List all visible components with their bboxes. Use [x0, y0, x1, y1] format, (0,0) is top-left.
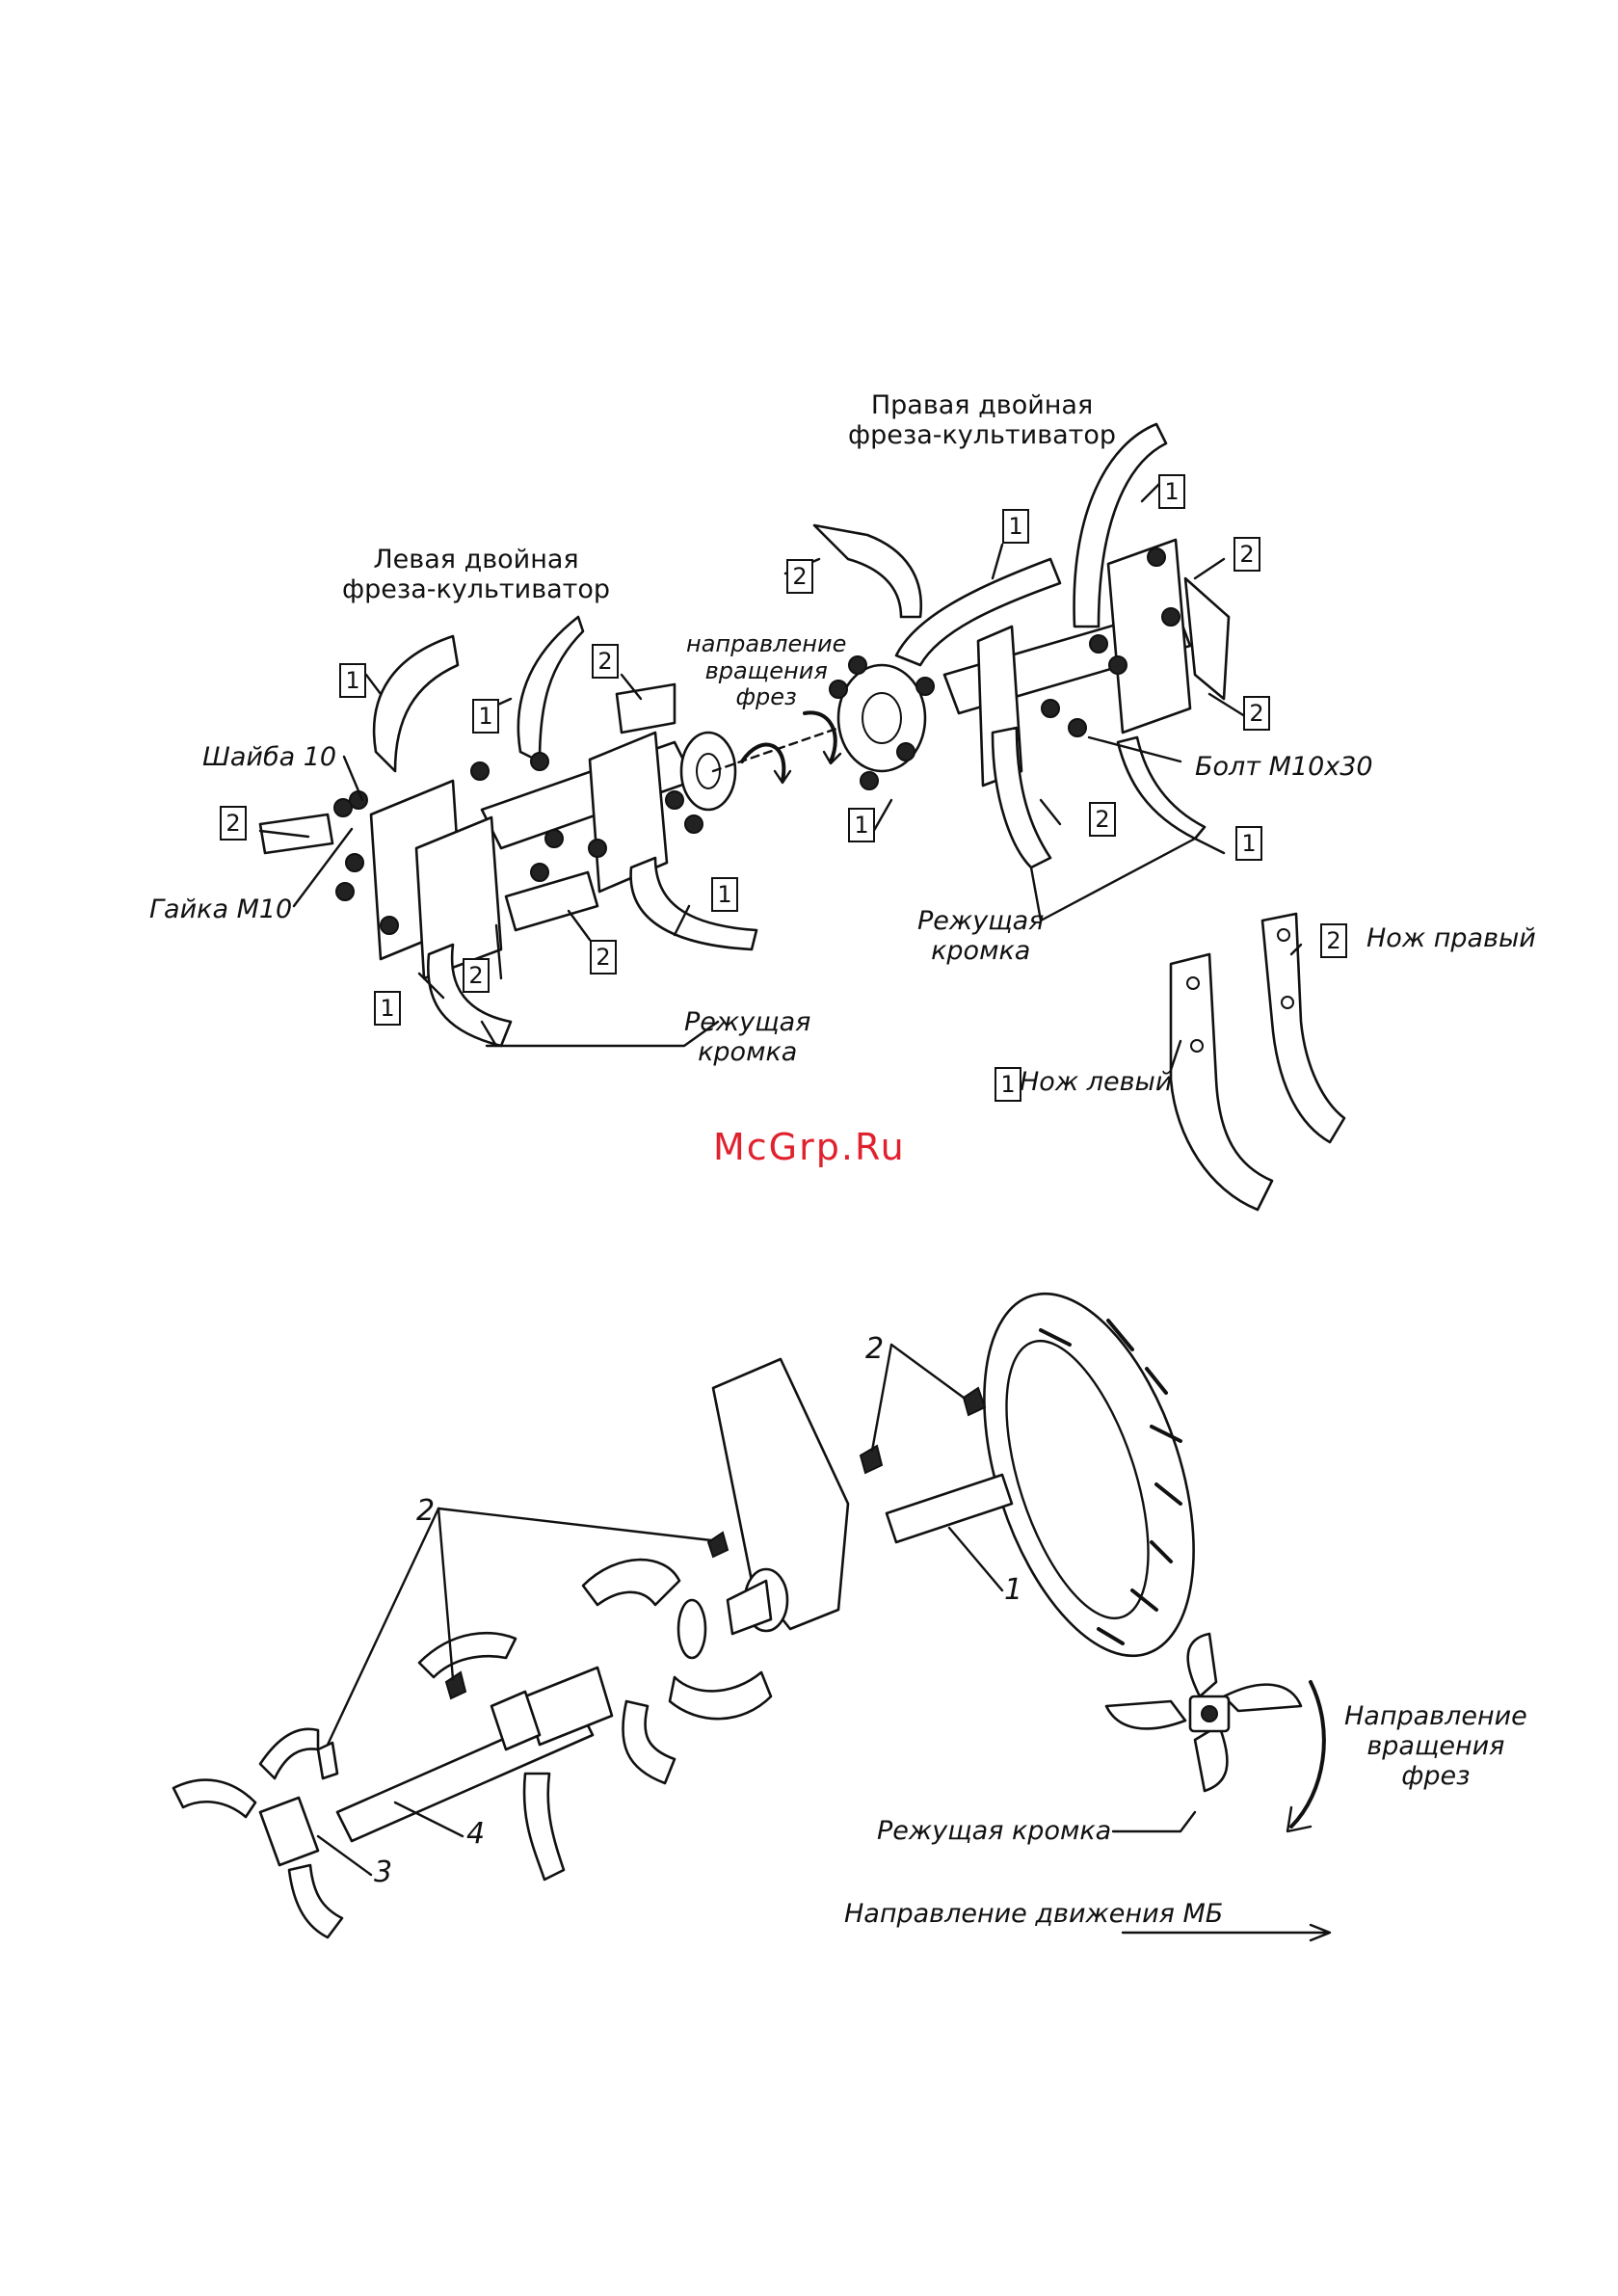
blade-mid-lower	[524, 1774, 564, 1880]
pin-2-a	[964, 1388, 985, 1415]
callout-box-2: 2	[463, 958, 490, 993]
left-knife-2-left	[260, 814, 332, 853]
blade-left-top	[173, 1780, 255, 1817]
right-knife-2-lower	[993, 728, 1050, 868]
knife-right-label: Нож правый	[1366, 923, 1536, 953]
left-cutter-title: Левая двойная фреза-культиватор	[342, 545, 610, 604]
callout-2-upper: 2	[865, 1332, 884, 1366]
right-cutter-title: Правая двойная фреза-культиватор	[848, 390, 1116, 450]
callout-box-1: 1	[848, 808, 875, 842]
left-knife-1-upper	[374, 636, 458, 771]
travel-direction-label: Направление движения МБ	[844, 1899, 1223, 1929]
detached-knives	[1171, 914, 1344, 1210]
callout-box-2: 2	[1089, 802, 1116, 837]
blade-lower-cluster	[623, 1701, 675, 1783]
callout-box-1: 1	[472, 699, 499, 734]
left-knife-2-lower	[506, 872, 597, 930]
cutting-edge-label-bottom: Режущая кромка	[877, 1816, 1111, 1846]
right-knife-1-lower-right	[1118, 737, 1205, 839]
rotation-direction-label-bottom: Направление вращения фрез	[1344, 1701, 1527, 1791]
knife-left-label: Нож левый	[1020, 1067, 1172, 1097]
right-knife-2-top-left	[814, 525, 921, 617]
pin-2-e	[318, 1743, 337, 1778]
rotation-blade-icon	[1106, 1634, 1324, 1831]
knife-left-part	[1171, 954, 1272, 1210]
nut-label: Гайка М10	[149, 894, 292, 924]
cutting-edge-label-left: Режущая кромка	[684, 1007, 810, 1067]
callout-box-1: 1	[1158, 474, 1185, 509]
rotation-direction-label: направление вращения фрез	[686, 631, 846, 711]
wheel	[943, 1268, 1233, 1682]
bolt-label: Болт М10х30	[1195, 752, 1373, 782]
left-knife-2-top	[617, 684, 675, 733]
callout-box-2: 2	[220, 806, 247, 841]
callout-box-1: 1	[711, 877, 738, 912]
cutter-flange-3	[260, 1798, 318, 1865]
callout-box-2: 2	[592, 644, 619, 679]
left-double-cutter	[260, 617, 756, 1046]
callout-box-2: 2	[1233, 537, 1260, 572]
blade-upper-cluster	[583, 1560, 679, 1605]
callout-box-1: 1	[995, 1067, 1021, 1102]
callout-box-2: 2	[1320, 923, 1347, 958]
cutter-hub-disc	[678, 1600, 705, 1658]
right-flange-plate	[1108, 540, 1190, 733]
callout-box-1: 1	[374, 991, 401, 1026]
blade-mid-left	[419, 1633, 516, 1677]
callout-1: 1	[1004, 1573, 1022, 1607]
left-knife-1-top	[518, 617, 583, 761]
callout-4: 4	[466, 1817, 485, 1851]
washer-label: Шайба 10	[202, 742, 336, 772]
callout-box-2: 2	[1243, 696, 1270, 731]
callout-box-2: 2	[786, 559, 813, 594]
callout-3: 3	[374, 1855, 392, 1889]
callout-box-2: 2	[590, 940, 617, 974]
watermark: McGrp.Ru	[713, 1126, 906, 1168]
axle-1	[887, 1475, 1012, 1542]
callout-box-1: 1	[339, 663, 366, 698]
right-knife-2-right	[1185, 578, 1229, 699]
callout-box-1: 1	[1002, 509, 1029, 544]
callout-box-1: 1	[1235, 826, 1262, 861]
callout-2-left: 2	[416, 1494, 435, 1528]
blade-left-bottom	[289, 1865, 342, 1937]
pin-2-c	[708, 1533, 728, 1557]
blade-left-mid	[260, 1729, 318, 1778]
cutting-edge-label-right: Режущая кромка	[917, 906, 1044, 966]
blade-right-cluster	[670, 1672, 771, 1719]
pin-2-d	[446, 1672, 465, 1698]
